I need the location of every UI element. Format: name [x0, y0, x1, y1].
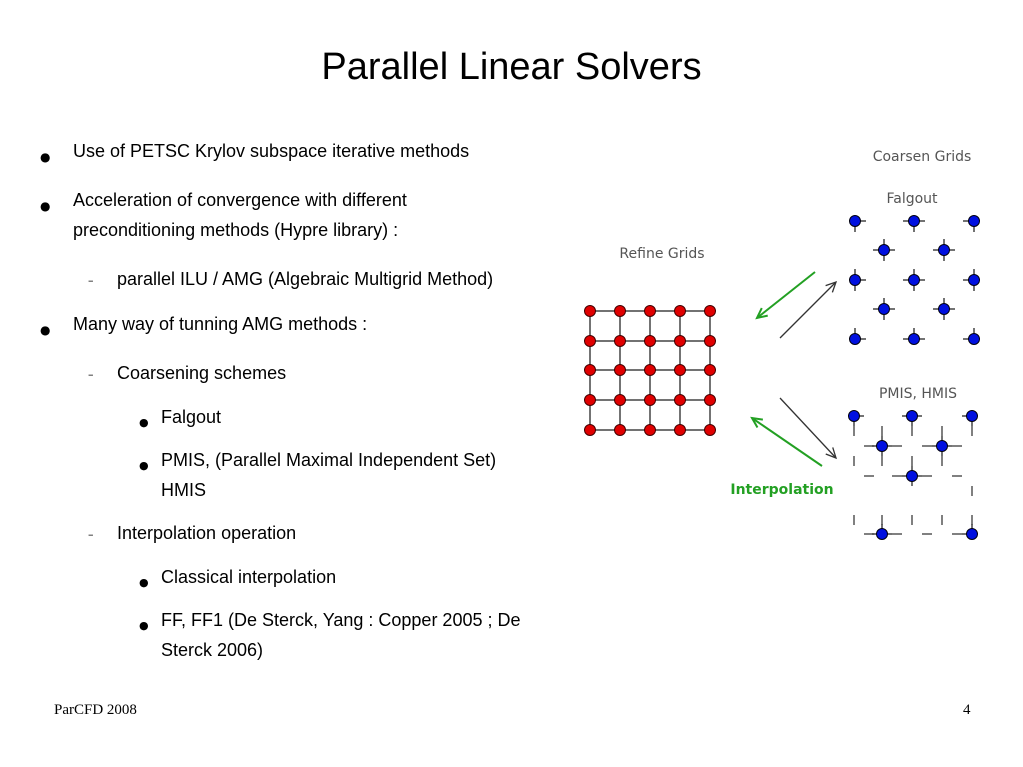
item-pmis-line2: HMIS [161, 480, 206, 500]
sub-bullet-interpolation: Interpolation operation [117, 523, 297, 543]
coarse-grid-node [878, 244, 890, 256]
refine-grids-label: Refine Grids [619, 246, 704, 262]
coarse-grid-node [938, 244, 950, 256]
pmis-hmis-grid-label: PMIS, HMIS [879, 386, 957, 402]
fine-grid-node [614, 424, 626, 436]
dash-bullet-icon: – [88, 274, 94, 287]
item-classical-interpolation: Classical interpolation [161, 567, 337, 587]
bullet-amg-tuning: Many way of tunning AMG methods : [73, 314, 368, 334]
item-ff-line2: Sterck 2006) [161, 640, 264, 660]
arrow-shaft [779, 397, 837, 459]
coarse-grid-node [878, 303, 890, 315]
coarse-grid-node [876, 528, 888, 540]
fine-grid-node [584, 305, 596, 317]
coarse-grid-node [908, 333, 920, 345]
fine-grid-node [704, 305, 716, 317]
bullet-dot-icon: ● [40, 150, 51, 164]
fine-grid-node [704, 335, 716, 347]
slide-title: Parallel Linear Solvers [321, 46, 702, 88]
fine-grid-node [614, 394, 626, 406]
fine-grid-node [584, 364, 596, 376]
coarse-grid-node [968, 274, 980, 286]
fine-grid-node [614, 305, 626, 317]
fine-grid-node [674, 364, 686, 376]
falgout-coarse-grid [849, 215, 980, 345]
bullet-dot-icon: ● [139, 416, 149, 429]
fine-grid-node [704, 424, 716, 436]
arrow-head-icon [755, 307, 768, 320]
arrow-head-icon [750, 416, 764, 429]
fine-grid-node [584, 394, 596, 406]
coarse-grid-node [968, 333, 980, 345]
coarse-grid-node [908, 274, 920, 286]
fine-grid-node [644, 305, 656, 317]
coarse-grid-node [968, 215, 980, 227]
coarse-grid-node [849, 274, 861, 286]
bullet-dot-icon: ● [139, 619, 149, 632]
bullet-dot-icon: ● [139, 576, 149, 589]
bullet-dot-icon: ● [40, 323, 51, 337]
coarse-grid-node [849, 333, 861, 345]
bullet-acceleration-line2: preconditioning methods (Hypre library) … [73, 220, 399, 240]
fine-grid-node [584, 335, 596, 347]
dash-bullet-icon: – [88, 528, 94, 541]
coarse-grid-node [906, 470, 918, 482]
fine-grid-node [674, 394, 686, 406]
fine-grid [584, 305, 716, 436]
falgout-grid-label: Falgout [886, 191, 938, 207]
arrow-head-icon [825, 280, 838, 293]
fine-grid-node [704, 364, 716, 376]
coarsen-grids-label: Coarsen Grids [873, 149, 972, 165]
fine-grid-node [674, 305, 686, 317]
bullet-acceleration-line1: Acceleration of convergence with differe… [73, 190, 407, 210]
fine-grid-node [644, 364, 656, 376]
bullet-dot-icon: ● [139, 459, 149, 472]
item-ff-line1: FF, FF1 (De Sterck, Yang : Copper 2005 ;… [161, 610, 521, 630]
fine-grid-node [704, 394, 716, 406]
coarse-grid-node [906, 410, 918, 422]
coarse-grid-node [908, 215, 920, 227]
coarse-grid-node [849, 215, 861, 227]
footer-conference: ParCFD 2008 [54, 702, 137, 718]
fine-grid-node [614, 335, 626, 347]
fine-grid-node [674, 424, 686, 436]
interpolation-label: Interpolation [730, 482, 833, 498]
page-number: 4 [963, 702, 971, 718]
coarse-grid-node [936, 440, 948, 452]
pmis-coarse-grid [848, 410, 978, 540]
coarse-grid-node [938, 303, 950, 315]
arrow-head-icon [825, 447, 838, 460]
coarse-grid-node [966, 410, 978, 422]
item-falgout: Falgout [161, 407, 222, 427]
coarse-grid-node [876, 440, 888, 452]
dash-bullet-icon: – [88, 368, 94, 381]
fine-grid-node [674, 335, 686, 347]
fine-grid-node [644, 394, 656, 406]
fine-grid-node [644, 335, 656, 347]
item-pmis-line1: PMIS, (Parallel Maximal Independent Set) [161, 450, 497, 470]
arrow-shaft [779, 281, 837, 339]
sub-bullet-ilu-amg: parallel ILU / AMG (Algebraic Multigrid … [117, 269, 494, 289]
bullet-petsc: Use of PETSC Krylov subspace iterative m… [73, 141, 470, 161]
arrow-shaft [756, 271, 816, 319]
transfer-arrows [750, 271, 838, 467]
fine-grid-node [614, 364, 626, 376]
arrow-shaft [751, 417, 823, 467]
fine-grid-node [644, 424, 656, 436]
bullet-dot-icon: ● [40, 199, 51, 213]
coarse-grid-node [848, 410, 860, 422]
fine-grid-node [584, 424, 596, 436]
coarse-grid-node [966, 528, 978, 540]
sub-bullet-coarsening: Coarsening schemes [117, 363, 287, 383]
